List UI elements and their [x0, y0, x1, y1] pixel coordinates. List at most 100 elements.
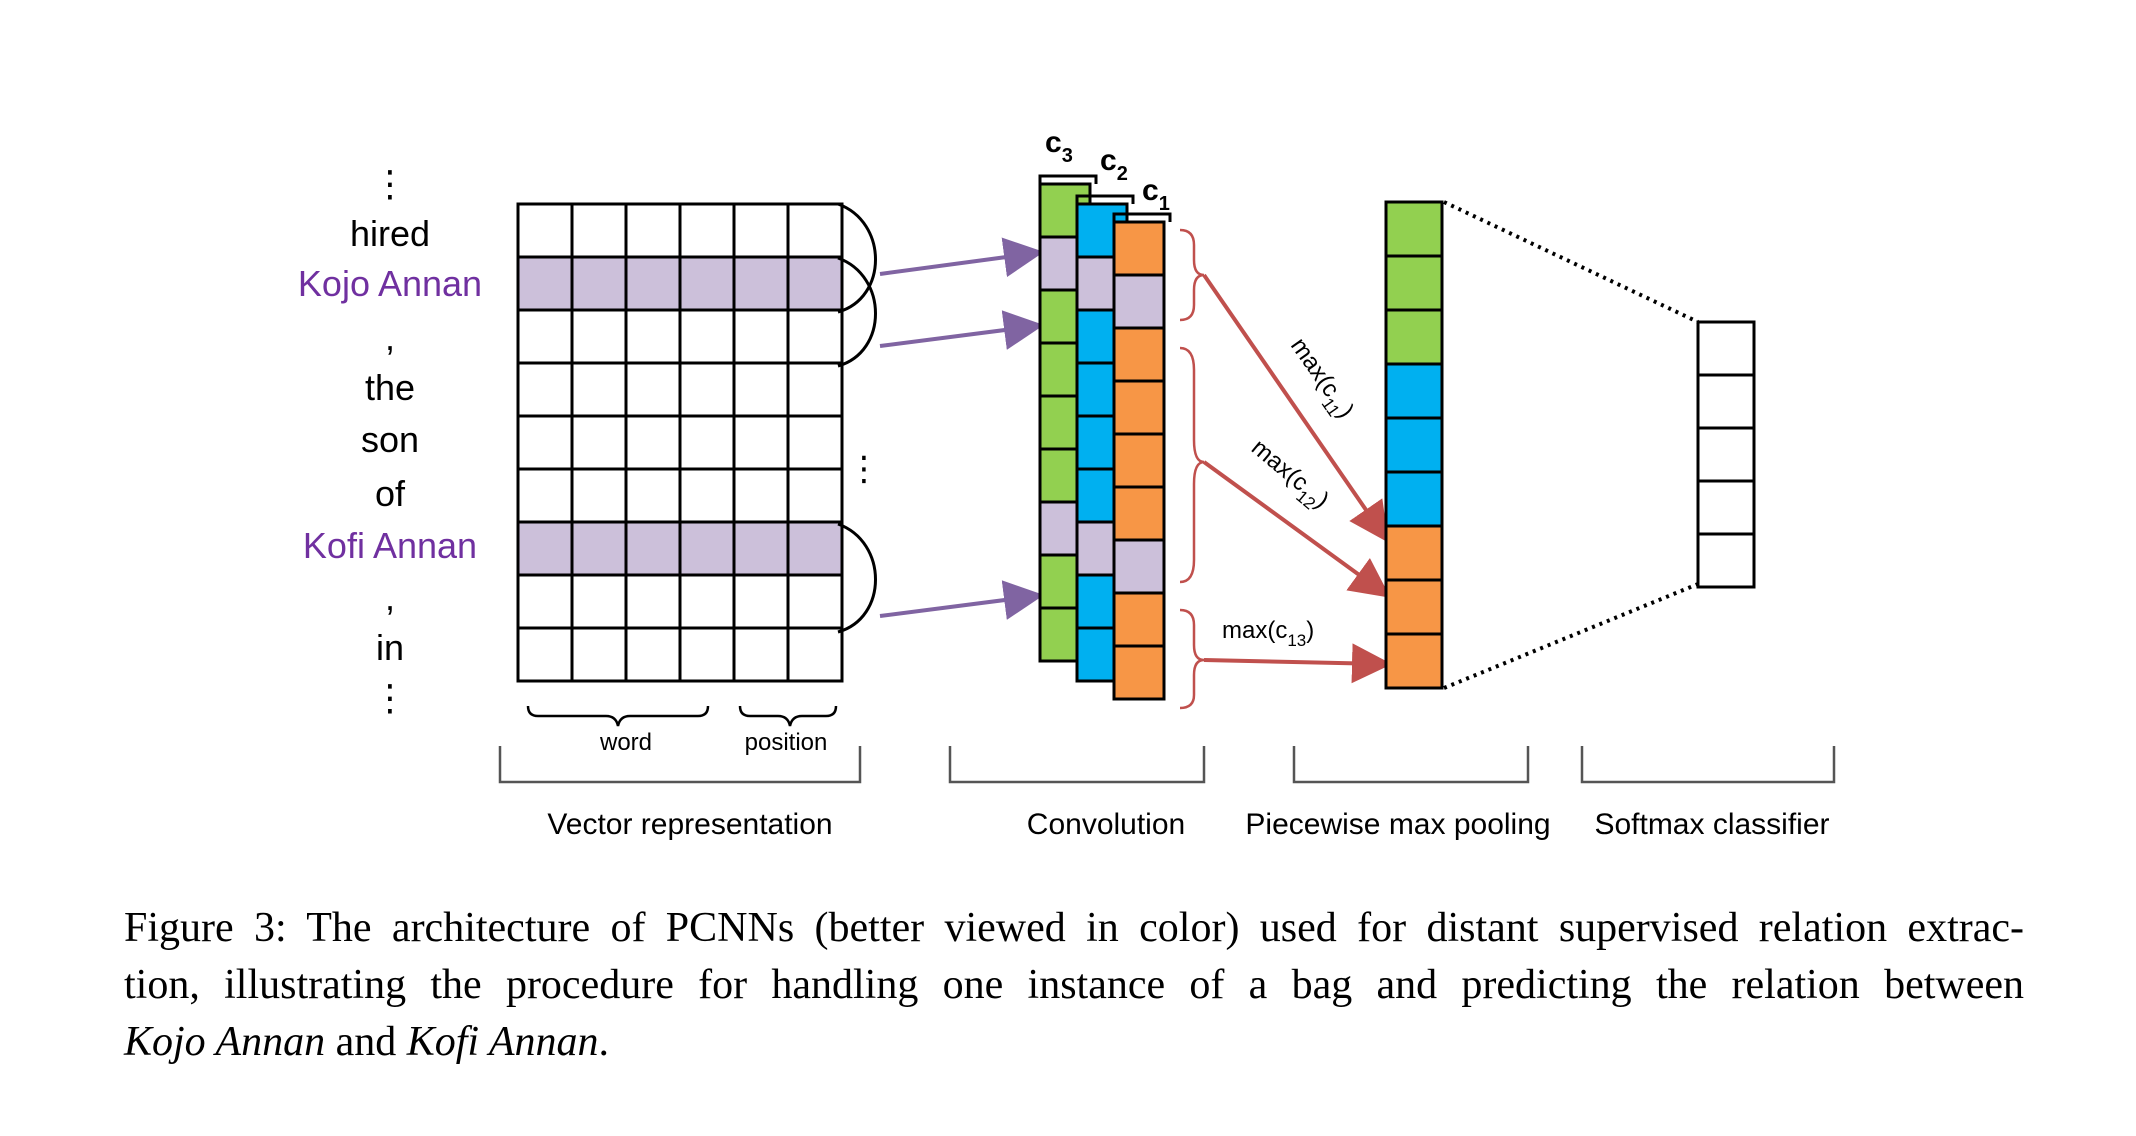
embedding-braces	[526, 705, 838, 727]
embedding-cell	[732, 626, 790, 683]
embedding-cell	[516, 202, 574, 259]
figure-caption: Figure 3: The architecture of PCNNs (bet…	[124, 900, 2024, 1071]
caption-entity-1: Kojo Annan	[124, 1019, 326, 1065]
pooled-cell	[1384, 254, 1444, 312]
label-c1: c1	[1142, 174, 1170, 215]
embedding-cell	[516, 626, 574, 683]
pooled-cell	[1384, 524, 1444, 582]
section-convolution: Convolution	[1027, 808, 1185, 841]
softmax-cell	[1696, 320, 1756, 377]
section-labels: Vector representation Convolution Piecew…	[547, 808, 1829, 841]
filter-c1-cell	[1112, 379, 1166, 436]
filter-labels: c3 c2 c1	[1045, 126, 1170, 215]
embedding-cell	[516, 308, 574, 365]
sentence-token: hired	[350, 213, 430, 254]
sentence-token: ,	[385, 317, 395, 358]
embedding-cell	[786, 414, 844, 471]
embedding-cell	[516, 255, 574, 312]
entity-token: Kofi Annan	[303, 525, 477, 566]
embedding-cell	[678, 308, 736, 365]
caption-line-2: tion, illustrating the procedure for han…	[124, 962, 2024, 1008]
softmax-vector	[1696, 320, 1756, 589]
embedding-cell	[570, 361, 628, 418]
filter-c1-edge	[1112, 212, 1172, 222]
caption-line-3: Kojo Annan and Kofi Annan.	[124, 1014, 2024, 1071]
softmax-cell	[1696, 426, 1756, 483]
embedding-cell	[624, 626, 682, 683]
caption-and: and	[325, 1019, 407, 1065]
label-c2: c2	[1100, 144, 1128, 185]
entity-token: Kojo Annan	[298, 263, 482, 304]
softmax-cell	[1696, 373, 1756, 430]
filter-c1-cell	[1112, 432, 1166, 489]
embedding-cell	[570, 308, 628, 365]
pooled-cell	[1384, 362, 1444, 420]
embedding-cell	[732, 520, 790, 577]
pooled-cell	[1384, 308, 1444, 366]
embedding-cell	[678, 414, 736, 471]
embedding-cell	[624, 520, 682, 577]
word-label: word	[599, 729, 652, 756]
filter-c3-edge	[1038, 174, 1098, 184]
grid-ellipsis: ⋮	[847, 450, 881, 488]
embedding-cell	[678, 255, 736, 312]
sentence-token: ⋮	[372, 677, 408, 718]
embedding-arrows	[879, 237, 1044, 620]
sentence-token: son	[361, 419, 419, 460]
max-c13-label: max(c13)	[1222, 617, 1314, 650]
embedding-cell	[516, 361, 574, 418]
embedding-cell	[570, 255, 628, 312]
pooled-cell	[1384, 416, 1444, 474]
softmax-cell	[1696, 532, 1756, 589]
embedding-cell	[570, 520, 628, 577]
embedding-cell	[570, 202, 628, 259]
embedding-cell	[624, 414, 682, 471]
sentence-token: ⋮	[372, 163, 408, 204]
embedding-cell	[732, 202, 790, 259]
embedding-cell	[786, 308, 844, 365]
embedding-cell	[624, 255, 682, 312]
embedding-cell	[624, 467, 682, 524]
embedding-cell	[786, 255, 844, 312]
section-brackets	[498, 746, 1836, 784]
embedding-cell	[516, 573, 574, 630]
section-vector-representation: Vector representation	[547, 808, 832, 841]
pooled-cell	[1384, 578, 1444, 636]
embedding-labels: word position	[599, 729, 827, 756]
embedding-cell	[786, 467, 844, 524]
window-arcs	[837, 202, 877, 634]
section-softmax-classifier: Softmax classifier	[1594, 808, 1829, 841]
embedding-cell	[678, 626, 736, 683]
convolution-feature-maps	[1038, 174, 1172, 701]
filter-c1-cell	[1112, 220, 1166, 277]
embedding-cell	[570, 573, 628, 630]
embedding-cell	[516, 520, 574, 577]
pooled-cell	[1384, 632, 1444, 690]
embedding-cell	[570, 414, 628, 471]
embedding-cell	[786, 361, 844, 418]
sentence-token: of	[375, 473, 406, 514]
vector-representation-grid	[516, 202, 844, 683]
filter-c2-edge	[1075, 194, 1135, 204]
embedding-cell	[516, 467, 574, 524]
embedding-cell	[732, 573, 790, 630]
filter-c1-cell	[1112, 485, 1166, 542]
label-c3: c3	[1045, 126, 1073, 167]
embedding-cell	[570, 626, 628, 683]
sentence-token: the	[365, 367, 415, 408]
embedding-cell	[678, 520, 736, 577]
embedding-cell	[678, 573, 736, 630]
filter-c1-cell	[1112, 538, 1166, 595]
filter-c1-cell	[1112, 273, 1166, 330]
embedding-cell	[786, 520, 844, 577]
embedding-cell	[570, 467, 628, 524]
embedding-cell	[624, 308, 682, 365]
segment-braces	[1179, 228, 1205, 710]
pooling-arrows	[1202, 273, 1392, 684]
embedding-cell	[678, 202, 736, 259]
projection-lines	[1443, 200, 1699, 690]
embedding-cell	[624, 202, 682, 259]
embedding-cell	[786, 573, 844, 630]
